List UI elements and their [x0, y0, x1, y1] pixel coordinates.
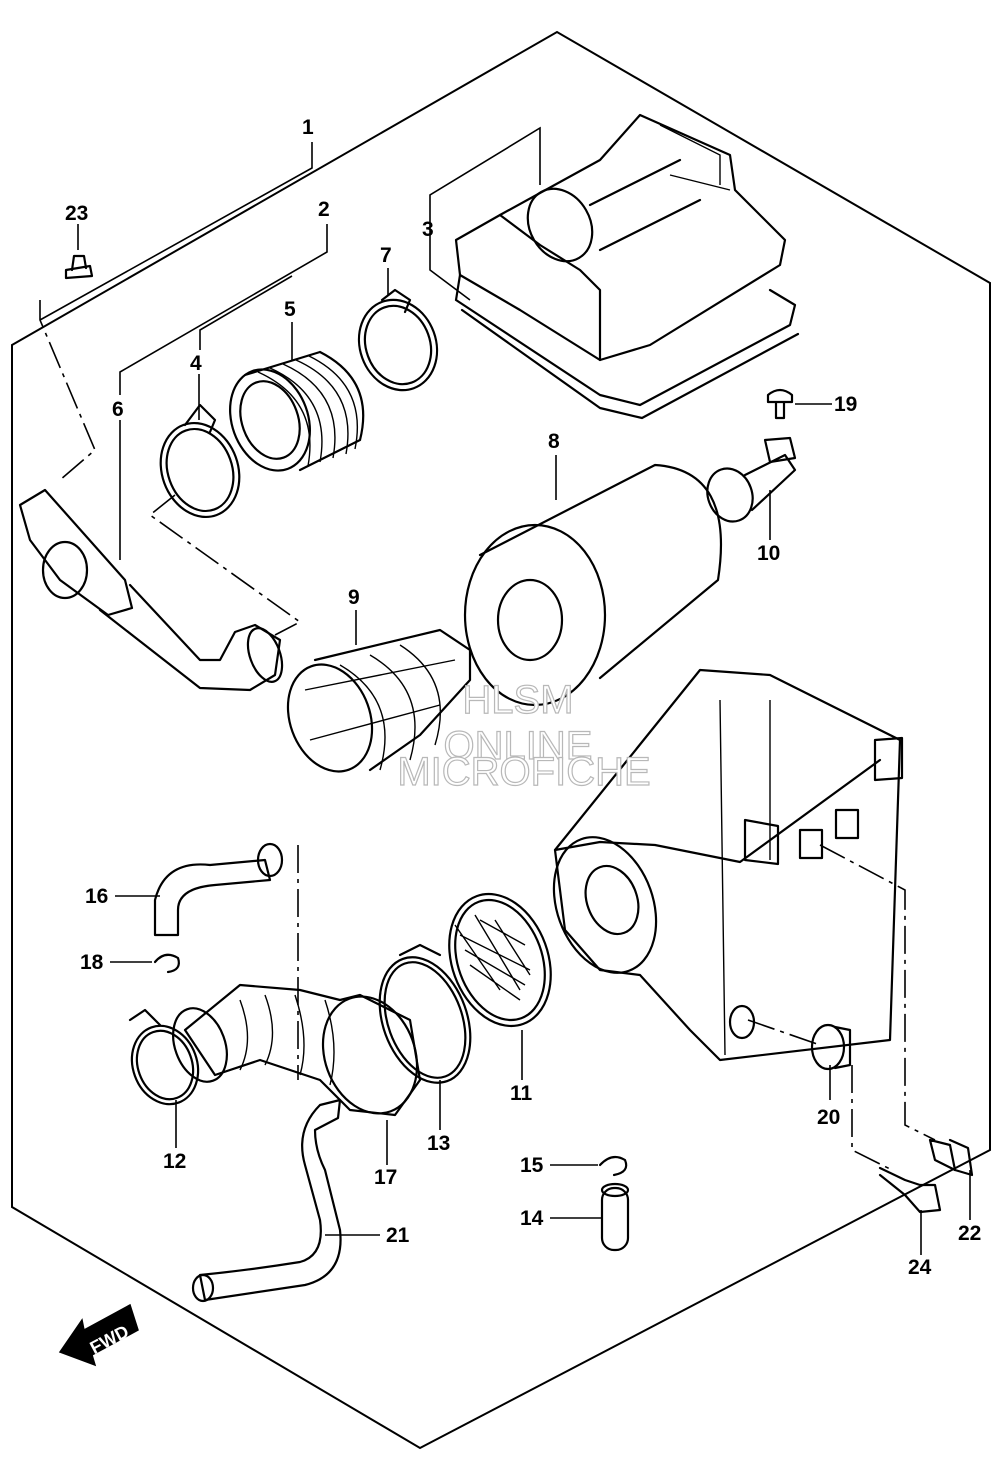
callout-20: 20	[817, 1106, 840, 1129]
callout-16: 16	[85, 885, 108, 908]
callout-19: 19	[834, 393, 857, 416]
callout-18: 18	[80, 951, 104, 974]
part-22-bolt	[928, 1138, 974, 1177]
alignment-line-clamp	[148, 494, 302, 636]
part-8-filter-element	[463, 463, 722, 707]
part-19-screw	[766, 388, 794, 420]
leader-2	[119, 224, 328, 395]
callout-24: 24	[908, 1256, 932, 1279]
callout-2: 2	[318, 198, 330, 221]
watermark-line-2: ONLINE	[444, 724, 593, 768]
part-4-clamp	[159, 403, 241, 519]
part-9-filter-frame	[286, 628, 472, 773]
callout-13: 13	[427, 1132, 450, 1155]
leader-3b	[429, 240, 471, 301]
leader-3	[429, 126, 541, 240]
callout-3: 3	[422, 218, 434, 241]
part-5-intake-bellows	[229, 350, 365, 472]
alignment-line-screw24	[851, 1065, 893, 1171]
callout-10: 10	[757, 542, 780, 565]
callout-15: 15	[520, 1154, 544, 1177]
leader-2b	[199, 275, 293, 350]
alignment-line-grommet	[747, 1019, 821, 1046]
watermark-line-1: HLSM	[462, 678, 573, 722]
callout-14: 14	[520, 1207, 544, 1230]
callout-1: 1	[302, 116, 314, 139]
callout-5: 5	[284, 298, 296, 321]
part-3-air-cleaner-cap	[454, 113, 800, 420]
watermark-line-3: MICROFICHE	[397, 750, 650, 794]
callout-12: 12	[163, 1150, 186, 1173]
fwd-direction-arrow: FWD	[58, 1303, 139, 1367]
air-cleaner-case	[552, 668, 904, 1062]
callout-6: 6	[112, 398, 124, 421]
assembly-frame	[11, 30, 991, 1450]
part-17-inlet-pipe	[172, 983, 422, 1117]
leader-1	[39, 142, 313, 321]
callout-7: 7	[380, 244, 392, 267]
part-23-clip	[64, 254, 94, 280]
part-18-clip	[153, 953, 180, 974]
callout-23: 23	[65, 202, 88, 225]
alignment-line-bolt22	[819, 844, 936, 1141]
part-10-drain-plug	[706, 436, 797, 523]
callout-9: 9	[348, 586, 360, 609]
callout-8: 8	[548, 430, 560, 453]
part-16-hose	[153, 842, 284, 937]
watermark: HLSM ONLINE MICROFICHE	[397, 677, 652, 794]
part-21-drain-hose	[191, 1098, 342, 1303]
callout-21: 21	[386, 1224, 410, 1247]
alignment-line-duct	[39, 300, 96, 481]
part-20-grommet	[810, 1023, 852, 1071]
callout-17: 17	[374, 1166, 397, 1189]
part-7-clamp	[357, 288, 439, 392]
callout-labels: 1 2 3 4 5 6 7 8 9 10 11 12 13 14 15 16 1…	[65, 116, 981, 1279]
part-6-intake-duct	[18, 488, 284, 692]
part-14-plug	[600, 1182, 630, 1252]
callout-22: 22	[958, 1222, 981, 1245]
part-11-screen	[448, 892, 552, 1028]
fwd-arrow-icon	[58, 1303, 139, 1367]
part-12-clamp	[128, 1008, 200, 1106]
callout-4: 4	[190, 352, 202, 375]
part-13-clamp	[378, 943, 472, 1084]
part-24-screw	[878, 1166, 942, 1214]
part-15-clip	[598, 1155, 628, 1177]
callout-11: 11	[510, 1082, 533, 1105]
